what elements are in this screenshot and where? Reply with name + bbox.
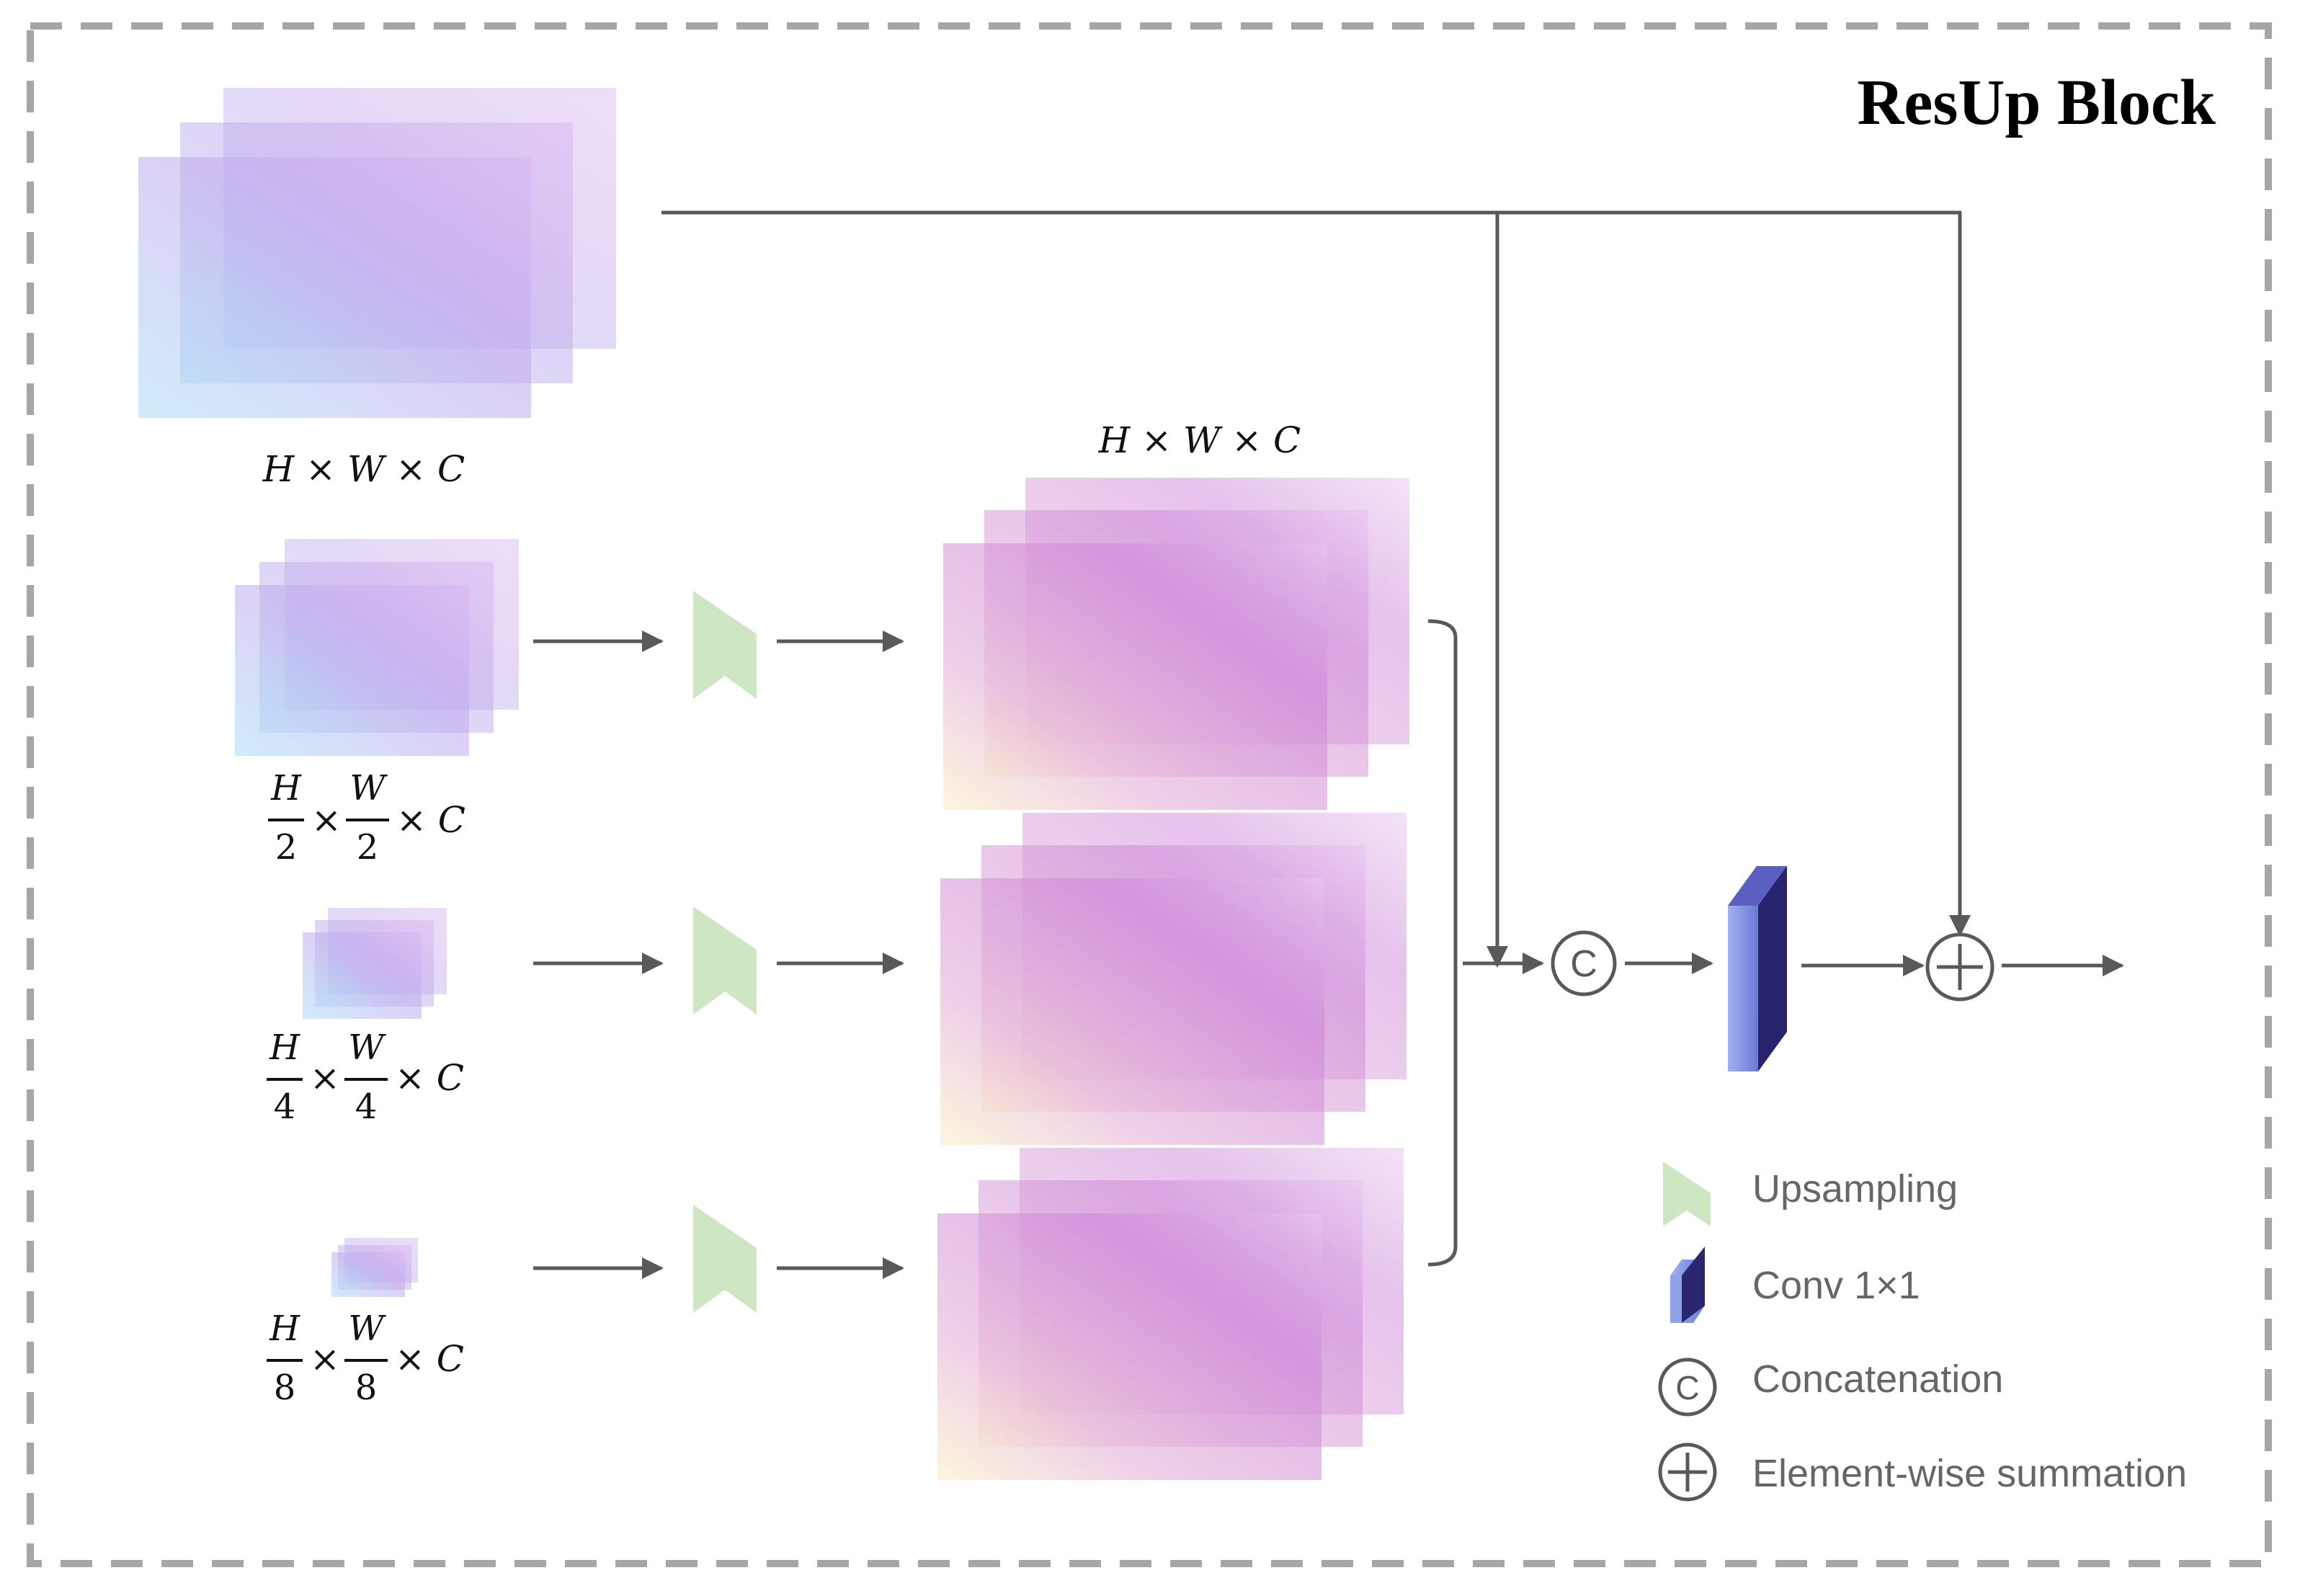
legend-upsampling-label: Upsampling	[1752, 1167, 1958, 1211]
input-feature-half	[235, 539, 519, 756]
svg-text:2: 2	[357, 827, 379, 868]
input-eighth-label: H 8 × W 8 × C	[267, 1309, 464, 1408]
input-feature-quarter	[303, 908, 447, 1019]
svg-text:× C: × C	[395, 1338, 464, 1380]
input-feature-eighth	[331, 1238, 418, 1297]
svg-text:C: C	[1675, 1369, 1699, 1406]
svg-text:×: ×	[310, 1338, 340, 1380]
svg-text:W: W	[348, 1027, 386, 1068]
legend-conv-icon	[1670, 1247, 1705, 1323]
skip-connections	[661, 210, 1971, 968]
input-half-label: H 2 × W 2 × C	[268, 768, 465, 868]
svg-text:2: 2	[275, 827, 298, 868]
legend-sum-icon	[1658, 1443, 1717, 1502]
block-title: ResUp Block	[1857, 67, 2216, 138]
input-quarter-label: H 4 × W 4 × C	[267, 1027, 464, 1127]
concat-icon: C	[1551, 930, 1617, 997]
upsampling-icon	[693, 906, 757, 1015]
concat-bracket	[1427, 619, 1458, 1267]
svg-text:8: 8	[274, 1368, 296, 1408]
svg-text:C: C	[1570, 943, 1597, 985]
upsampling-icon	[693, 1205, 757, 1313]
svg-text:×: ×	[311, 799, 342, 841]
upsampling-icon	[693, 591, 757, 699]
svg-text:H: H	[269, 1027, 300, 1068]
input-full-label: H × W × C	[262, 448, 465, 490]
svg-text:× C: × C	[395, 1057, 464, 1099]
arrows-to-upsampled-features	[777, 630, 904, 1279]
upsampled-feature-1	[943, 478, 1409, 810]
input-feature-full	[138, 88, 616, 418]
svg-text:4: 4	[274, 1087, 296, 1127]
svg-text:8: 8	[355, 1368, 378, 1408]
upsampled-feature-2	[940, 813, 1407, 1145]
legend-concat-icon: C	[1658, 1358, 1717, 1417]
legend-concat-label: Concatenation	[1752, 1358, 2003, 1401]
upsampled-feature-3	[937, 1148, 1404, 1480]
arrows-to-upsampling	[533, 630, 664, 1279]
block-frame	[27, 22, 2272, 1567]
svg-text:H: H	[270, 768, 302, 808]
svg-text:×: ×	[310, 1057, 340, 1099]
legend-conv-label: Conv 1×1	[1752, 1264, 1920, 1307]
svg-text:H: H	[269, 1309, 300, 1349]
svg-text:4: 4	[355, 1087, 378, 1127]
svg-text:W: W	[349, 768, 388, 808]
svg-text:W: W	[348, 1309, 386, 1349]
svg-text:× C: × C	[396, 799, 465, 841]
legend-upsampling-icon	[1663, 1162, 1711, 1226]
sum-icon	[1925, 932, 1994, 1002]
legend-sum-label: Element-wise summation	[1752, 1452, 2187, 1495]
conv-icon	[1728, 866, 1787, 1071]
upsampled-size-label: H × W × C	[1098, 419, 1301, 461]
legend: Upsampling Conv 1×1 C Concatenation Elem…	[1658, 1162, 2187, 1502]
